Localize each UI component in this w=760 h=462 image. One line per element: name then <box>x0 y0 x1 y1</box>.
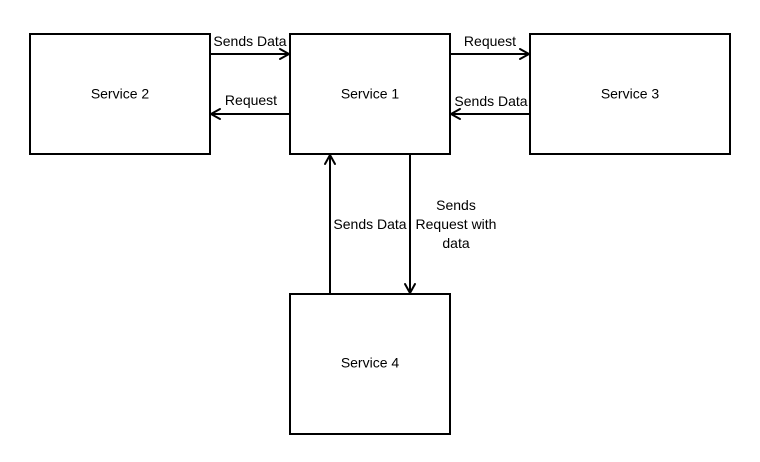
edge-service1-to-service3: Request <box>450 33 530 60</box>
service-3-label: Service 3 <box>601 86 660 102</box>
arrowhead-icon <box>404 283 416 294</box>
service-2-box: Service 2 <box>29 33 211 155</box>
edge-service3-to-service1: Sends Data <box>450 93 530 120</box>
edge-service4-to-service1: Sends Data <box>324 154 407 294</box>
edge-label-line-2: Request with <box>416 216 497 232</box>
arrowhead-icon <box>279 48 290 60</box>
service-1-label: Service 1 <box>341 86 400 102</box>
arrowhead-icon <box>210 108 221 120</box>
edge-label-line-1: Sends <box>436 197 476 213</box>
edge-label-sends-data: Sends Data <box>454 93 527 109</box>
edge-label-sends-data: Sends Data <box>213 33 286 49</box>
service-4-label: Service 4 <box>341 355 400 371</box>
edge-label-request: Request <box>225 92 277 108</box>
service-1-box: Service 1 <box>289 33 451 155</box>
edge-service1-to-service4: Sends Request with data <box>404 154 497 294</box>
edge-label-line-3: data <box>442 235 469 251</box>
edge-service1-to-service2: Request <box>210 92 290 120</box>
arrowhead-icon <box>450 108 461 120</box>
edge-label-request: Request <box>464 33 516 49</box>
arrowhead-icon <box>519 48 530 60</box>
service-2-label: Service 2 <box>91 86 150 102</box>
service-4-box: Service 4 <box>289 293 451 435</box>
arrowhead-icon <box>324 154 336 165</box>
service-3-box: Service 3 <box>529 33 731 155</box>
edge-label-sends-data: Sends Data <box>333 216 406 232</box>
edge-service2-to-service1: Sends Data <box>210 33 290 60</box>
